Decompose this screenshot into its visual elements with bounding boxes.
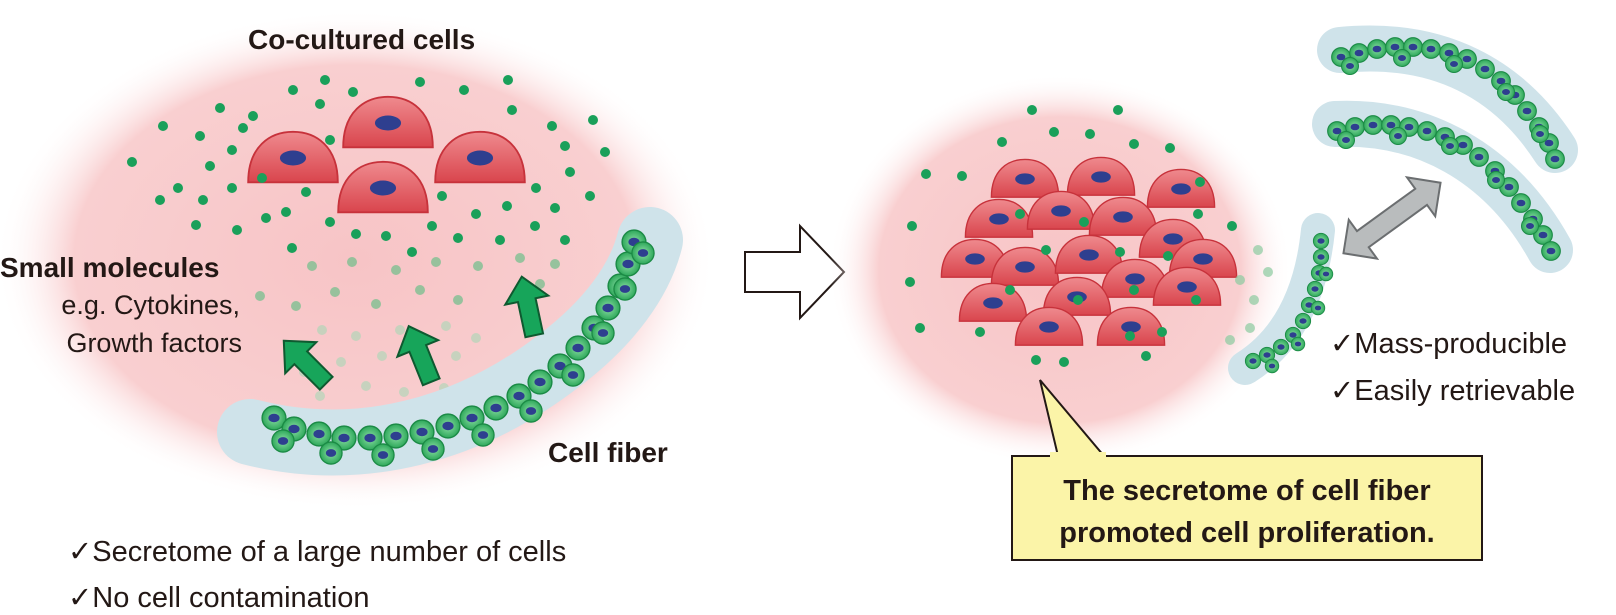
cell-fiber-label: Cell fiber xyxy=(548,437,668,468)
left-molecules xyxy=(127,75,610,257)
left-check-secretome: ✓Secretome of a large number of cells xyxy=(68,536,567,568)
example-molecules-line-2: Growth factors xyxy=(66,328,242,358)
right-check-easily-retrievable: ✓Easily retrievable xyxy=(1330,375,1576,407)
double-arrow-icon xyxy=(1342,176,1442,260)
green-arrow-icon xyxy=(503,275,551,339)
callout-box xyxy=(1011,455,1483,561)
right-molecules-faded xyxy=(1225,245,1273,345)
left-molecules-light xyxy=(299,321,481,401)
green-arrow-icon xyxy=(282,339,334,391)
secretion-arrows xyxy=(282,275,551,391)
green-arrow-icon xyxy=(395,324,441,387)
callout-line-1: The secretome of cell fiber xyxy=(1063,475,1431,507)
example-molecules-line-1: e.g. Cytokines, xyxy=(61,290,240,320)
hollow-right-arrow-icon xyxy=(744,223,846,321)
callout-line-2: promoted cell proliferation. xyxy=(1059,517,1435,550)
callout-text: The secretome of cell fiber promoted cel… xyxy=(1012,470,1482,554)
right-check-mass-producible: ✓Mass-producible xyxy=(1330,328,1568,360)
left-check-no-contamination: ✓No cell contamination xyxy=(68,582,370,614)
left-molecules-faded xyxy=(255,253,560,311)
co-cultured-cells-label: Co-cultured cells xyxy=(248,24,476,55)
small-molecules-label: Small molecules xyxy=(0,252,220,283)
right-molecules xyxy=(905,105,1237,367)
retrieved-cell-fibers xyxy=(1312,25,1578,273)
